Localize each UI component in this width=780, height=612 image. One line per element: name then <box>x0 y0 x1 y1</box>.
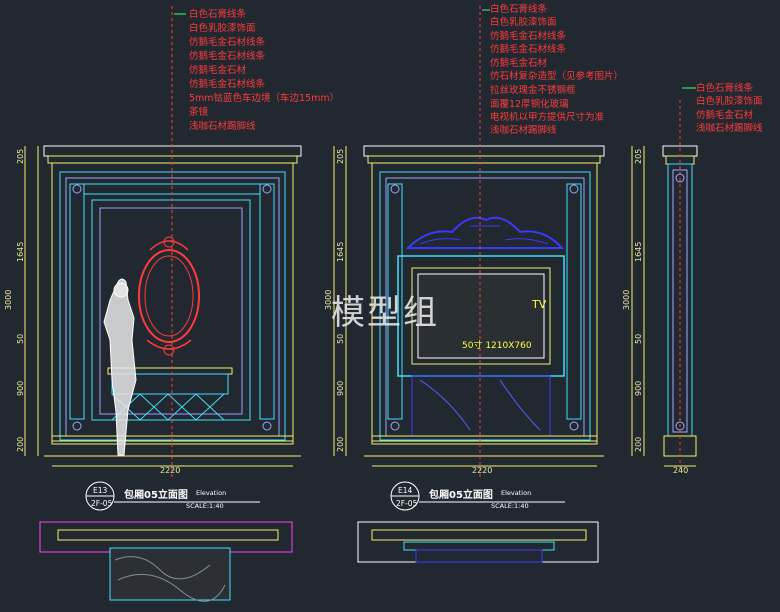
dim-1645: 1645 <box>634 241 643 262</box>
note-mid-6: 仿石材复杂造型（见参考图片） <box>490 71 624 82</box>
note-left-2: 白色乳胶漆饰面 <box>189 23 256 34</box>
drawing-code: E13 <box>93 486 108 495</box>
drawing-type: Elevation <box>501 489 532 497</box>
note-right-4: 浅咖石材踢脚线 <box>696 123 763 134</box>
note-right-3: 仿鹅毛金石材 <box>696 110 754 121</box>
note-left-8: 茶镜 <box>189 107 209 118</box>
note-left-4: 仿鹅毛金石材线条 <box>189 51 266 62</box>
sheet-number: 2F-05 <box>91 499 113 508</box>
dim-50: 50 <box>16 333 25 344</box>
dim-3000: 3000 <box>4 289 13 310</box>
dim-200: 200 <box>336 436 345 452</box>
note-left-3: 仿鹅毛金石材线条 <box>189 37 266 48</box>
leader-lines <box>174 9 696 89</box>
dim-1645: 1645 <box>336 241 345 262</box>
note-mid-8: 面覆12厚钢化玻璃 <box>490 99 569 110</box>
drawing-title: 包厢05立面图 <box>429 490 493 501</box>
dim-1645: 1645 <box>16 241 25 262</box>
elevation-e13 <box>24 6 302 602</box>
dim-200: 200 <box>16 436 25 452</box>
dim-3000: 3000 <box>622 289 631 310</box>
note-mid-9: 电视机以甲方提供尺寸为准 <box>490 112 605 123</box>
dim-205: 205 <box>336 148 345 164</box>
note-mid-3: 仿鹅毛金石材线条 <box>490 31 567 42</box>
dim-900: 900 <box>336 380 345 396</box>
note-left-1: 白色石膏线条 <box>189 9 247 20</box>
note-mid-5: 仿鹅毛金石材 <box>490 58 548 69</box>
dim-width: 2220 <box>472 466 493 475</box>
dim-50: 50 <box>634 333 643 344</box>
dim-width-side: 240 <box>673 466 689 475</box>
dim-205: 205 <box>634 148 643 164</box>
elevation-e14 <box>333 6 605 563</box>
note-right-1: 白色石膏线条 <box>696 83 754 94</box>
drawing-code: E14 <box>398 486 413 495</box>
section-side <box>631 100 698 470</box>
dim-205: 205 <box>16 148 25 164</box>
note-mid-7: 拉丝玫瑰金不锈钢框 <box>490 85 576 96</box>
drawing-scale: SCALE:1:40 <box>491 502 529 510</box>
dim-width: 2220 <box>160 466 181 475</box>
note-mid-1: 白色石膏线条 <box>490 4 548 15</box>
note-left-5: 仿鹅毛金石材 <box>189 65 247 76</box>
note-right-2: 白色乳胶漆饰面 <box>696 96 763 107</box>
title-bubbles <box>85 481 565 511</box>
sheet-number: 2F-05 <box>396 499 418 508</box>
note-left-6: 仿鹅毛金石材线条 <box>189 79 266 90</box>
note-left-7: 5mm钴蓝色车边境（车边15mm） <box>189 93 340 104</box>
tv-size-label: 50寸 1210X760 <box>462 341 532 351</box>
note-left-9: 浅咖石材踢脚线 <box>189 121 256 132</box>
drawing-type: Elevation <box>196 489 227 497</box>
tv-label: TV <box>532 298 547 311</box>
drawing-scale: SCALE:1:40 <box>186 502 224 510</box>
dim-900: 900 <box>634 380 643 396</box>
note-mid-10: 浅咖石材踢脚线 <box>490 125 557 136</box>
note-mid-4: 仿鹅毛金石材线条 <box>490 44 567 55</box>
drawing-title: 包厢05立面图 <box>124 490 188 501</box>
dim-200: 200 <box>634 436 643 452</box>
note-mid-2: 白色乳胶漆饰面 <box>490 17 557 28</box>
dim-900: 900 <box>16 380 25 396</box>
dim-50: 50 <box>336 333 345 344</box>
watermark-logo: 模型组 <box>331 293 439 333</box>
